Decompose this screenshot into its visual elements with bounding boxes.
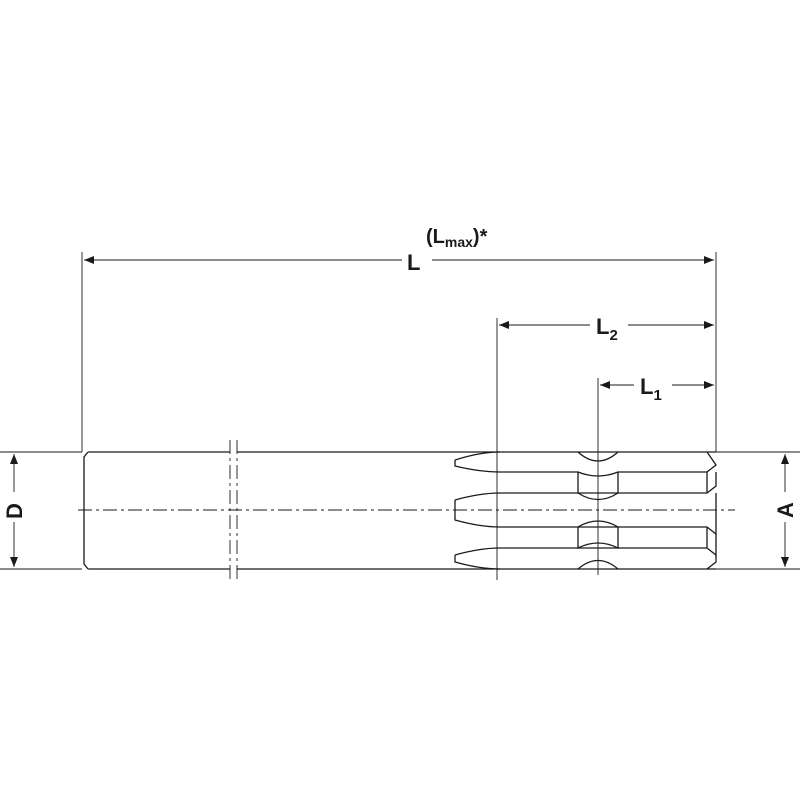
- label-A: A: [773, 502, 798, 518]
- shaft-body: [83, 451, 716, 570]
- label-L: L: [407, 250, 420, 275]
- label-L1: L1: [640, 374, 662, 404]
- label-Lmax: (Lmax)*: [426, 226, 488, 250]
- label-D: D: [2, 503, 27, 519]
- label-L2: L2: [596, 314, 618, 344]
- extension-lines: [0, 252, 800, 580]
- spline-section: [454, 451, 717, 570]
